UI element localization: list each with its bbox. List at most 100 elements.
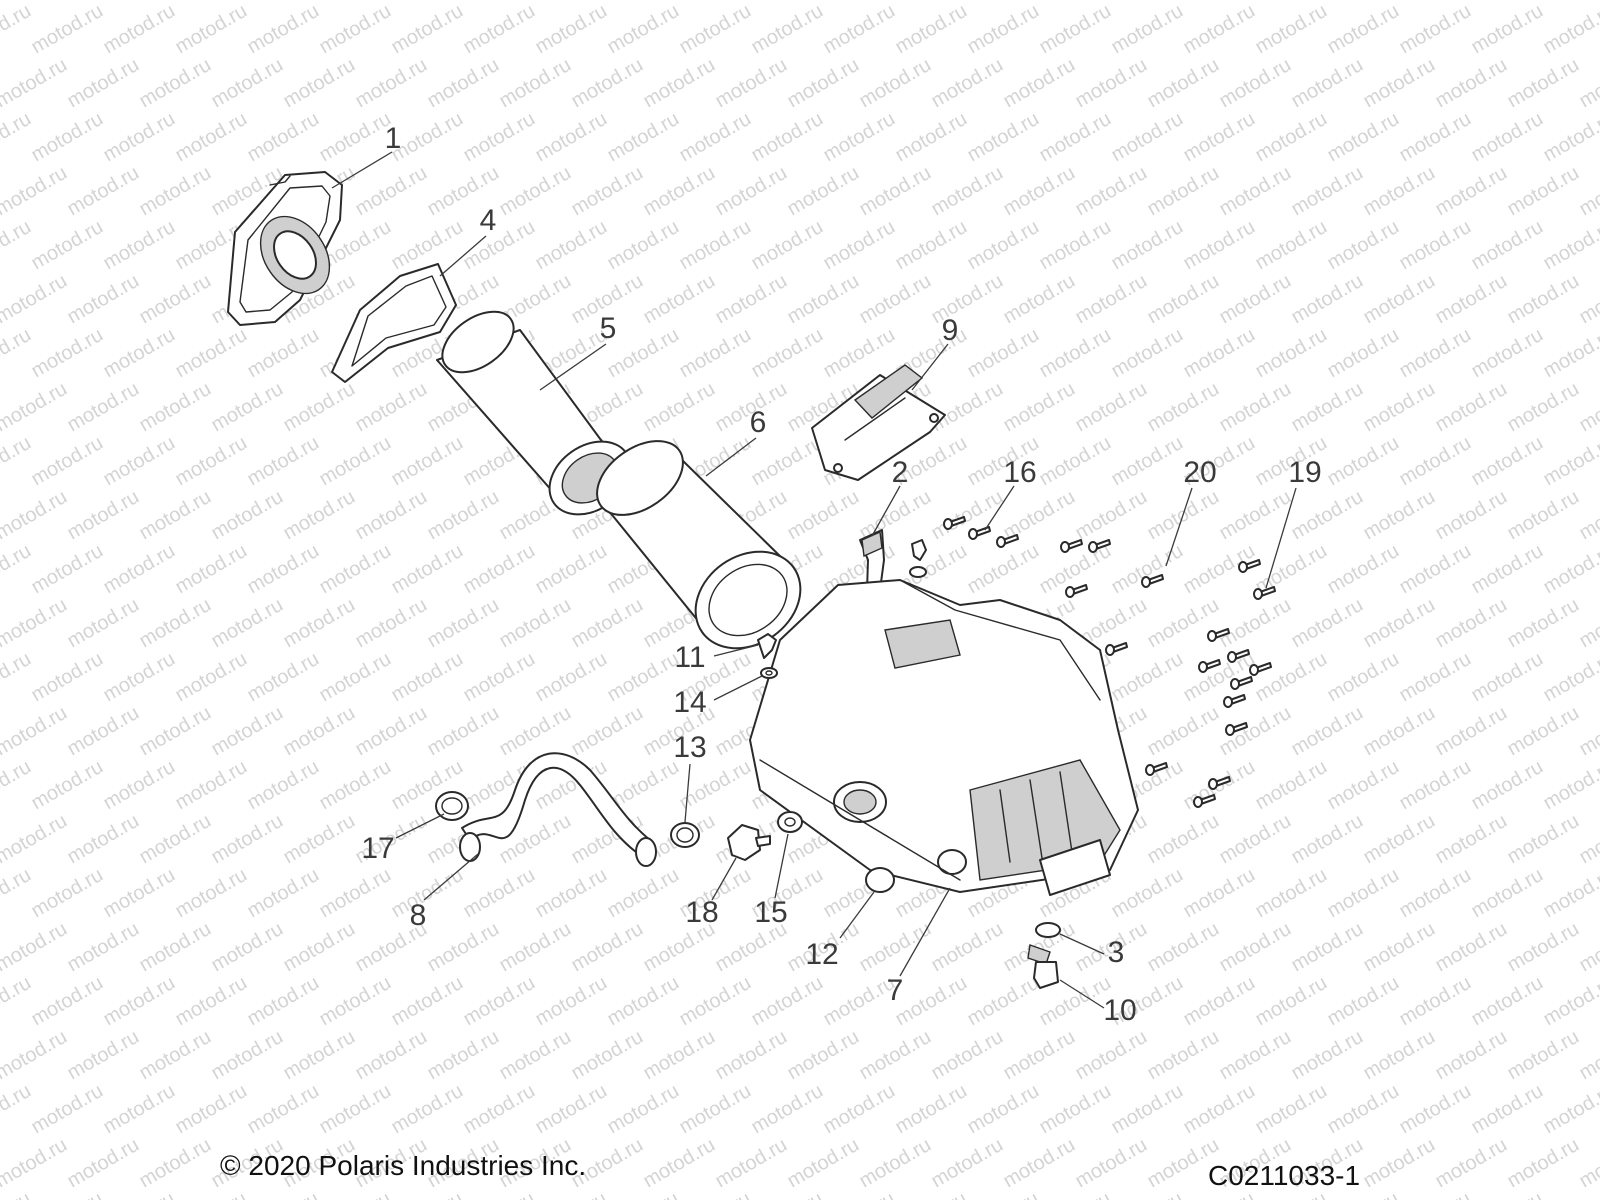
watermark-text: motod.ru bbox=[352, 162, 431, 221]
part-15-grommet bbox=[777, 811, 803, 833]
watermark-text: motod.ru bbox=[604, 864, 683, 923]
watermark-text: motod.ru bbox=[928, 1134, 1007, 1193]
watermark-text: motod.ru bbox=[496, 54, 575, 113]
watermark-text: motod.ru bbox=[0, 108, 35, 167]
bolt bbox=[1249, 662, 1272, 676]
part-18-valve bbox=[727, 824, 771, 861]
watermark-text: motod.ru bbox=[1324, 216, 1403, 275]
watermark-text: motod.ru bbox=[928, 918, 1007, 977]
watermark-text: motod.ru bbox=[892, 108, 971, 167]
bolt bbox=[996, 534, 1019, 548]
watermark-text: motod.ru bbox=[1576, 810, 1600, 869]
watermark-text: motod.ru bbox=[1144, 0, 1223, 4]
watermark-text: motod.ru bbox=[1252, 540, 1331, 599]
watermark-text: motod.ru bbox=[640, 54, 719, 113]
watermark-text: motod.ru bbox=[0, 918, 71, 977]
watermark-text: motod.ru bbox=[1504, 702, 1583, 761]
watermark-text: motod.ru bbox=[1396, 540, 1475, 599]
callout-label-20: 20 bbox=[1183, 456, 1216, 489]
watermark-text: motod.ru bbox=[568, 0, 647, 4]
bolt bbox=[968, 526, 991, 540]
watermark-text: motod.ru bbox=[928, 1026, 1007, 1085]
watermark-text: motod.ru bbox=[748, 216, 827, 275]
bolt bbox=[1145, 762, 1168, 776]
watermark-text: motod.ru bbox=[856, 0, 935, 4]
watermark-text: motod.ru bbox=[1576, 54, 1600, 113]
watermark-text: motod.ru bbox=[1468, 756, 1547, 815]
watermark-text: motod.ru bbox=[1108, 540, 1187, 599]
watermark-text: motod.ru bbox=[0, 1080, 35, 1139]
watermark-text: motod.ru bbox=[1288, 270, 1367, 329]
watermark-text: motod.ru bbox=[28, 0, 107, 58]
watermark-text: motod.ru bbox=[1360, 162, 1439, 221]
watermark-text: motod.ru bbox=[1288, 1026, 1367, 1085]
watermark-text: motod.ru bbox=[496, 0, 575, 4]
watermark-text: motod.ru bbox=[172, 324, 251, 383]
watermark-text: motod.ru bbox=[1000, 486, 1079, 545]
watermark-text: motod.ru bbox=[568, 1026, 647, 1085]
watermark-text: motod.ru bbox=[1432, 702, 1511, 761]
watermark-text: motod.ru bbox=[1360, 270, 1439, 329]
watermark-text: motod.ru bbox=[1072, 378, 1151, 437]
watermark-text: motod.ru bbox=[964, 1080, 1043, 1139]
watermark-text: motod.ru bbox=[388, 432, 467, 491]
watermark-text: motod.ru bbox=[1576, 594, 1600, 653]
watermark-text: motod.ru bbox=[1036, 1188, 1115, 1200]
watermark-text: motod.ru bbox=[1504, 1026, 1583, 1085]
watermark-text: motod.ru bbox=[784, 486, 863, 545]
watermark-text: motod.ru bbox=[1504, 1134, 1583, 1193]
watermark-text: motod.ru bbox=[820, 216, 899, 275]
watermark-text: motod.ru bbox=[1360, 54, 1439, 113]
watermark-text: motod.ru bbox=[1468, 1080, 1547, 1139]
part-11-screw bbox=[757, 633, 777, 659]
watermark-text: motod.ru bbox=[1324, 648, 1403, 707]
watermark-text: motod.ru bbox=[28, 540, 107, 599]
callout-label-17: 17 bbox=[361, 832, 394, 865]
watermark-text: motod.ru bbox=[316, 1080, 395, 1139]
watermark-text: motod.ru bbox=[1252, 0, 1331, 58]
watermark-text: motod.ru bbox=[1576, 486, 1600, 545]
watermark-text: motod.ru bbox=[388, 0, 467, 58]
callout-label-4: 4 bbox=[480, 204, 497, 237]
watermark-text: motod.ru bbox=[1036, 0, 1115, 58]
watermark-text: motod.ru bbox=[208, 810, 287, 869]
watermark-text: motod.ru bbox=[748, 0, 827, 58]
watermark-text: motod.ru bbox=[1072, 1026, 1151, 1085]
watermark-text: motod.ru bbox=[460, 864, 539, 923]
watermark-text: motod.ru bbox=[964, 540, 1043, 599]
watermark-text: motod.ru bbox=[100, 864, 179, 923]
watermark-text: motod.ru bbox=[748, 972, 827, 1031]
watermark-text: motod.ru bbox=[1468, 432, 1547, 491]
watermark-text: motod.ru bbox=[0, 1026, 71, 1085]
watermark-text: motod.ru bbox=[280, 594, 359, 653]
watermark-text: motod.ru bbox=[964, 324, 1043, 383]
watermark-text: motod.ru bbox=[1396, 432, 1475, 491]
watermark-text: motod.ru bbox=[1072, 54, 1151, 113]
watermark-text: motod.ru bbox=[1324, 324, 1403, 383]
watermark-text: motod.ru bbox=[1360, 702, 1439, 761]
watermark-text: motod.ru bbox=[316, 864, 395, 923]
watermark-text: motod.ru bbox=[1576, 378, 1600, 437]
watermark-text: motod.ru bbox=[0, 810, 71, 869]
watermark-text: motod.ru bbox=[1504, 918, 1583, 977]
part-1-intake-cover bbox=[227, 171, 343, 326]
watermark-text: motod.ru bbox=[856, 54, 935, 113]
watermark-text: motod.ru bbox=[352, 1026, 431, 1085]
watermark-text: motod.ru bbox=[424, 594, 503, 653]
part-9-bracket bbox=[811, 364, 946, 481]
callout-leader-10 bbox=[1059, 979, 1105, 1009]
watermark-text: motod.ru bbox=[1324, 540, 1403, 599]
watermark-text: motod.ru bbox=[1216, 918, 1295, 977]
watermark-text: motod.ru bbox=[640, 1134, 719, 1193]
watermark-text: motod.ru bbox=[460, 1080, 539, 1139]
watermark-text: motod.ru bbox=[64, 162, 143, 221]
watermark-text: motod.ru bbox=[1180, 648, 1259, 707]
watermark-text: motod.ru bbox=[892, 216, 971, 275]
watermark-text: motod.ru bbox=[244, 972, 323, 1031]
callout-leader-2 bbox=[871, 485, 901, 537]
watermark-text: motod.ru bbox=[1396, 648, 1475, 707]
callout-leader-13 bbox=[684, 763, 691, 823]
watermark-text: motod.ru bbox=[136, 702, 215, 761]
watermark-text: motod.ru bbox=[1504, 378, 1583, 437]
watermark-text: motod.ru bbox=[388, 1188, 467, 1200]
